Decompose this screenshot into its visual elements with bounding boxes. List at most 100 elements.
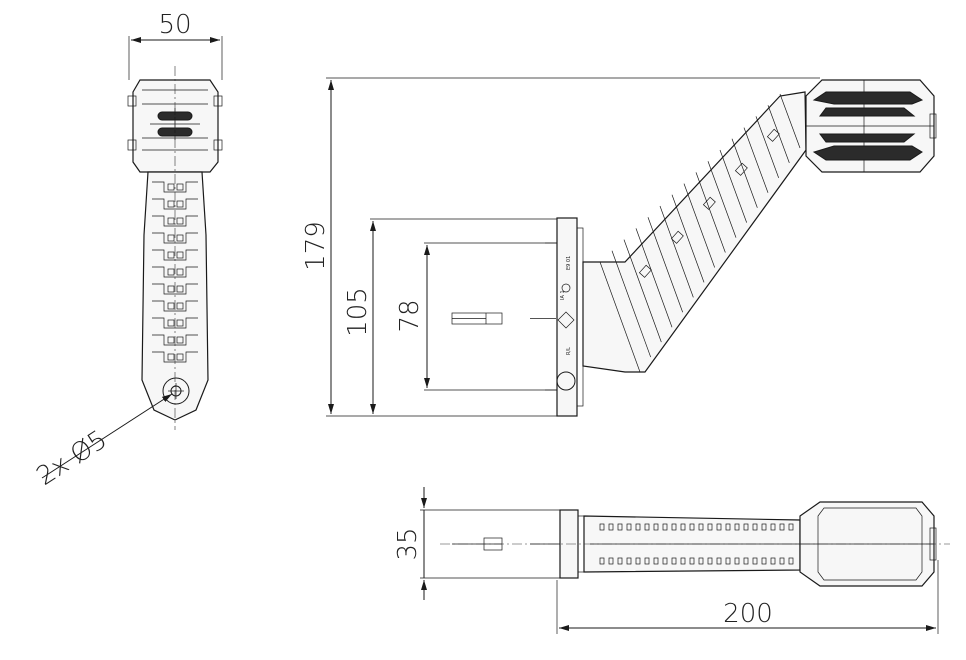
top-rib [644,523,650,531]
dim-label-width: 50 [158,10,191,40]
front-rib-slot [176,183,184,191]
side-rib [683,183,715,268]
top-rib [653,557,659,565]
top-rib [752,523,758,531]
front-rib-slot [176,251,184,259]
top-rib [671,523,677,531]
top-rib [662,523,668,531]
side-rib [611,250,651,358]
front-rib-slot [176,217,184,225]
top-rib [788,523,794,531]
side-rib [743,127,769,193]
top-rib [716,557,722,565]
front-rib-slot [167,319,175,327]
front-rib-slot [167,268,175,276]
top-view: 35 200 [393,487,939,634]
top-rib [635,523,641,531]
dimension-height-105: 105 [343,218,560,414]
side-rib [731,138,758,208]
side-rib [779,93,801,149]
top-rib [608,557,614,565]
plate-marking-1: E9 01 [566,256,572,270]
top-rib [599,523,605,531]
top-rib [761,557,767,565]
front-rib-slot [176,285,184,293]
top-rib [788,557,794,565]
side-rib-window [638,264,652,278]
side-rib-window [702,196,716,210]
dimension-depth-35: 35 [393,487,575,600]
front-rib-slot [176,336,184,344]
front-rib-slot [167,200,175,208]
front-rib-slot [167,336,175,344]
hole-callout-label: 2x Ø5 [31,425,112,492]
front-rib-slot [176,234,184,242]
top-rib [698,557,704,565]
top-rib [779,523,785,531]
top-rib [608,523,614,531]
side-view: 179 105 78 [301,77,937,417]
front-rib-slot [167,183,175,191]
top-rib [644,557,650,565]
front-rib-slot [176,353,184,361]
dimension-height-179: 179 [301,77,820,417]
top-rib [617,523,623,531]
top-rib [626,557,632,565]
side-rib-window [670,230,684,244]
front-rib-slot [167,302,175,310]
front-rib-slot [167,353,175,361]
top-rib [599,557,605,565]
dim-label-105: 105 [343,287,373,337]
side-rib [755,116,779,178]
front-rib-slot [176,268,184,276]
plate-marking-2: R/L [566,347,572,355]
dim-label-78: 78 [395,299,425,332]
side-rib [719,149,747,223]
side-rib [707,161,737,238]
top-rib [770,557,776,565]
side-rib [671,194,705,283]
top-rib [761,523,767,531]
dim-label-179: 179 [301,221,331,271]
hole-callout: 2x Ø5 [31,393,173,492]
plate-marking-3: IA 1 [560,290,566,300]
top-rib [617,557,623,565]
side-rib [599,261,641,373]
mount-hole-icon [162,377,190,405]
dim-label-200: 200 [723,599,773,629]
top-rib [743,523,749,531]
top-rib [734,557,740,565]
top-rib [680,523,686,531]
front-rib-slot [176,319,184,327]
front-view: 50 2x Ø5 [31,10,223,492]
top-rib [662,557,668,565]
top-rib [734,523,740,531]
side-rib [623,239,662,343]
side-lamp-head [805,79,937,173]
top-rib [725,523,731,531]
side-cable [451,312,556,325]
top-rib [716,523,722,531]
front-rib [152,283,198,295]
top-rib [626,523,632,531]
side-rib [647,217,683,313]
top-rib [635,557,641,565]
top-rib [707,523,713,531]
front-rib-slot [167,285,175,293]
front-rib-slot [176,200,184,208]
side-rib-window [766,128,780,142]
side-rib [635,228,673,328]
front-rib-slot [167,251,175,259]
top-rib [752,557,758,565]
side-mount-plate: E9 01 R/L IA 1 [545,217,584,417]
side-arm [582,91,807,373]
top-rib [770,523,776,531]
front-rib [152,215,198,227]
side-rib [659,205,694,298]
front-rib-slot [167,234,175,242]
top-rib [779,557,785,565]
front-rib-slot [167,217,175,225]
top-rib [671,557,677,565]
side-rib-window [734,162,748,176]
